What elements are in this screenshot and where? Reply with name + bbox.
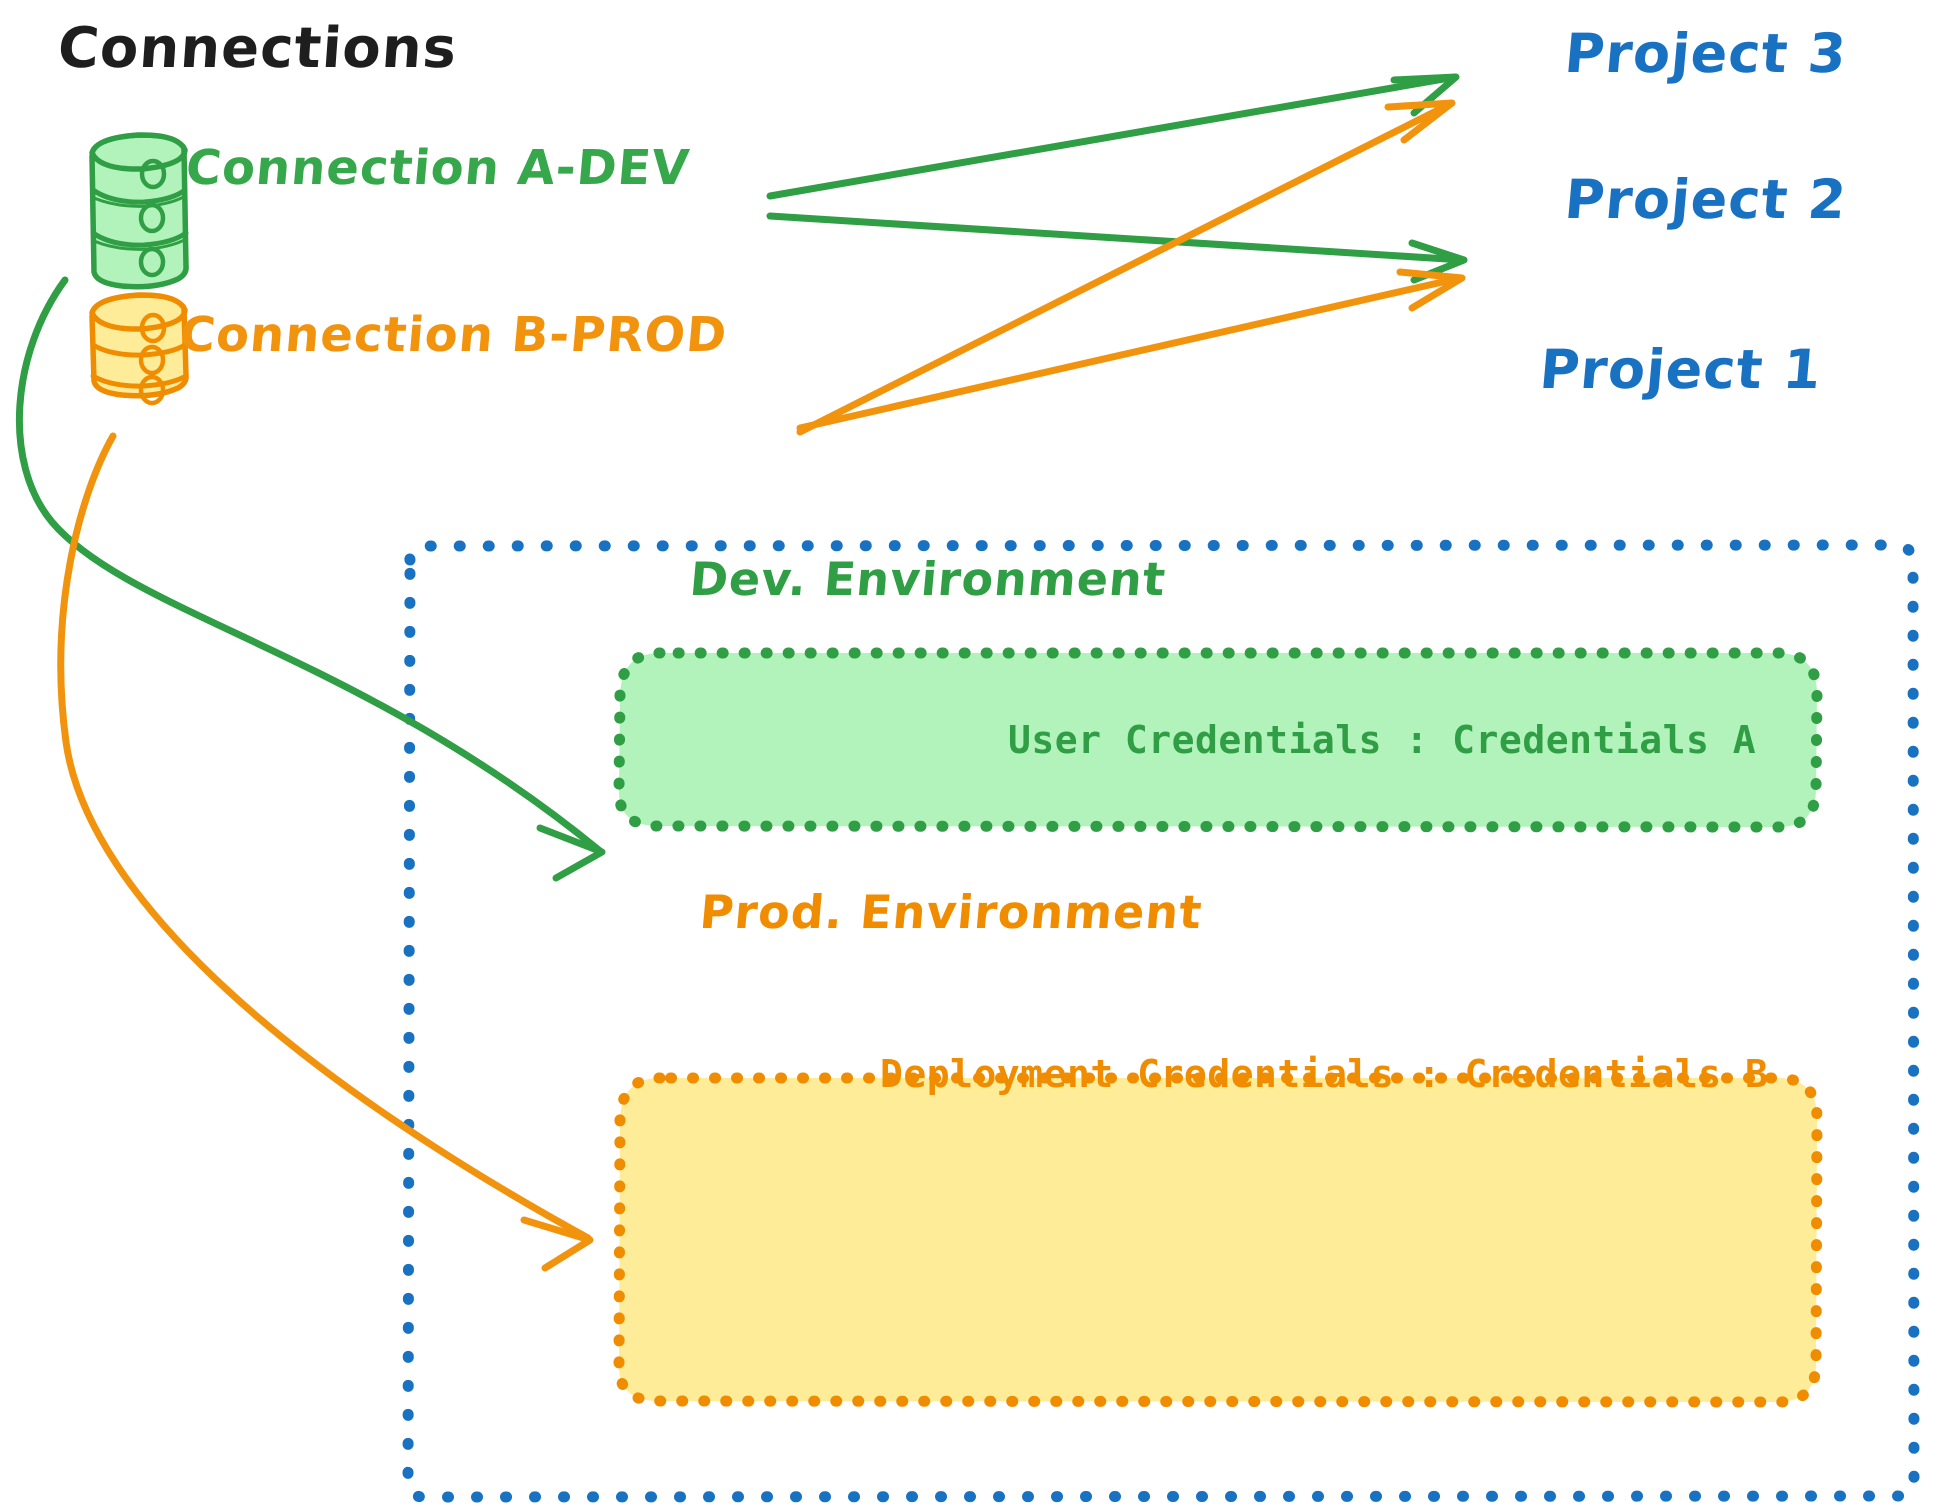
project-label-project-2[interactable]: Project 2 (1562, 168, 1850, 231)
prod-environment-credentials: Deployment Credentials : Credentials B (880, 1052, 1769, 1096)
page-title: Connections (55, 16, 460, 81)
dev-environment-box (613, 647, 1823, 833)
project-1-container (402, 539, 1920, 1503)
database-cylinder-icon-a-dev (89, 132, 189, 290)
edge-b-prod-to-project-3 (796, 99, 1456, 436)
edge-b-prod-to-prod-environment (57, 432, 594, 1272)
connection-label-b-prod[interactable]: Connection B-PROD (177, 307, 730, 363)
prod-environment-title: Prod. Environment (697, 885, 1205, 939)
connection-label-a-dev[interactable]: Connection A-DEV (183, 140, 693, 196)
edge-b-prod-to-project-2 (796, 268, 1466, 432)
project-label-project-1[interactable]: Project 1 (1537, 338, 1825, 401)
dev-environment-credentials: User Credentials : Credentials A (1008, 718, 1757, 762)
edge-a-dev-to-project-3 (766, 73, 1460, 200)
project-label-project-3[interactable]: Project 3 (1562, 22, 1850, 85)
dev-environment-title: Dev. Environment (687, 552, 1169, 606)
edge-a-dev-to-dev-environment (16, 276, 606, 882)
database-cylinder-icon-b-prod (89, 292, 189, 406)
prod-environment-box (613, 1072, 1823, 1408)
